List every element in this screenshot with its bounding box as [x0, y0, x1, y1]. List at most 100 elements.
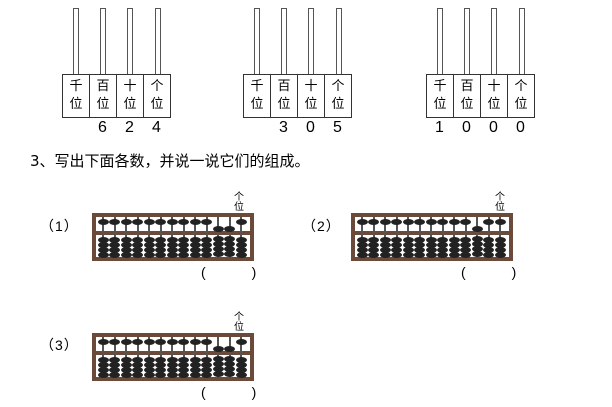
abacus-bead [167, 372, 178, 378]
abacus-bead [437, 252, 448, 258]
abacus-bead [98, 219, 109, 225]
abacus-bead [121, 219, 132, 225]
abacus-bead [357, 252, 368, 258]
abacus-bead [155, 372, 166, 378]
abacus-bead [472, 226, 483, 232]
place-value-labels: 千位 百位 十位 个位 [243, 74, 352, 118]
digit: 1 [426, 119, 453, 137]
counter-digits: 6 2 4 [62, 119, 170, 137]
abacus-bead [155, 339, 166, 345]
question-3-text: 3、写出下面各数，并说一说它们的组成。 [30, 150, 310, 171]
abacus-bead [132, 339, 143, 345]
abacus-frame [96, 337, 250, 377]
rod [281, 8, 287, 74]
rod [127, 8, 133, 74]
label-tens: 十位 [297, 74, 325, 118]
abacus-bead [155, 219, 166, 225]
abacus-bead [190, 339, 201, 345]
abacus-bead [144, 372, 155, 378]
abacus-bead [109, 252, 120, 258]
abacus-bead [236, 339, 247, 345]
abacus-bead [167, 252, 178, 258]
label-tens: 十位 [116, 74, 144, 118]
abacus-bead [98, 372, 109, 378]
abacus-bead [109, 339, 120, 345]
abacus-beam [355, 231, 509, 235]
counter-3: 千位 百位 十位 个位 1 0 0 0 [426, 8, 546, 128]
label-thousands: 千位 [243, 74, 271, 118]
abacus-bead [201, 372, 212, 378]
abacus-bead [132, 252, 143, 258]
abacus-bead [178, 219, 189, 225]
answer-blank-2[interactable]: () [461, 264, 516, 280]
abacus-bead [380, 252, 391, 258]
abacus-3 [92, 333, 254, 381]
answer-blank-1[interactable]: () [201, 264, 256, 280]
abacus-frame [96, 217, 250, 257]
abacus-bead [236, 252, 247, 258]
counter-1: 千位 百位 十位 个位 6 2 4 [62, 8, 182, 128]
ones-place-marker: 个位 [233, 193, 245, 213]
abacus-bead [98, 339, 109, 345]
abacus-bead [472, 251, 483, 257]
abacus-bead [178, 339, 189, 345]
abacus-bead [201, 252, 212, 258]
abacus-bead [403, 219, 414, 225]
abacus-bead [144, 252, 155, 258]
digit: 0 [507, 119, 534, 137]
abacus-bead [224, 251, 235, 257]
label-tens: 十位 [480, 74, 508, 118]
rod [437, 8, 443, 74]
abacus-bead [190, 372, 201, 378]
abacus-bead [132, 219, 143, 225]
abacus-bead [132, 372, 143, 378]
abacus-bead [178, 372, 189, 378]
digit: 0 [480, 119, 507, 137]
rod [155, 8, 161, 74]
abacus-bead [368, 252, 379, 258]
counter-rods [426, 8, 546, 74]
abacus-bead [167, 339, 178, 345]
counter-rods [62, 8, 182, 74]
abacus-bead [495, 219, 506, 225]
abacus-bead [426, 219, 437, 225]
abacus-bead [224, 226, 235, 232]
abacus-bead [449, 219, 460, 225]
abacus-bead [109, 219, 120, 225]
abacus-2-label: （2） [302, 216, 341, 236]
abacus-bead [201, 219, 212, 225]
digit: 2 [116, 119, 143, 137]
rod [336, 8, 342, 74]
counter-digits: 1 0 0 0 [426, 119, 534, 137]
abacus-3-label: （3） [40, 335, 79, 355]
digit: 0 [453, 119, 480, 137]
label-hundreds: 百位 [270, 74, 298, 118]
abacus-bead [213, 371, 224, 377]
abacus-bead [109, 372, 120, 378]
abacus-frame [355, 217, 509, 257]
abacus-2 [351, 213, 513, 261]
label-hundreds: 百位 [453, 74, 481, 118]
abacus-bead [144, 339, 155, 345]
answer-blank-3[interactable]: () [201, 384, 256, 400]
abacus-bead [403, 252, 414, 258]
abacus-bead [190, 252, 201, 258]
abacus-bead [155, 252, 166, 258]
abacus-bead [380, 219, 391, 225]
abacus-bead [213, 226, 224, 232]
rod [254, 8, 260, 74]
digit: 3 [270, 119, 297, 137]
abacus-bead [236, 219, 247, 225]
abacus-bead [495, 252, 506, 258]
abacus-bead [167, 219, 178, 225]
digit: 6 [89, 119, 116, 137]
abacus-bead [391, 252, 402, 258]
label-ones: 个位 [143, 74, 171, 118]
digit: 4 [143, 119, 170, 137]
rod [464, 8, 470, 74]
abacus-bead [483, 252, 494, 258]
label-ones: 个位 [324, 74, 352, 118]
rod [100, 8, 106, 74]
abacus-bead [391, 219, 402, 225]
abacus-bead [437, 219, 448, 225]
